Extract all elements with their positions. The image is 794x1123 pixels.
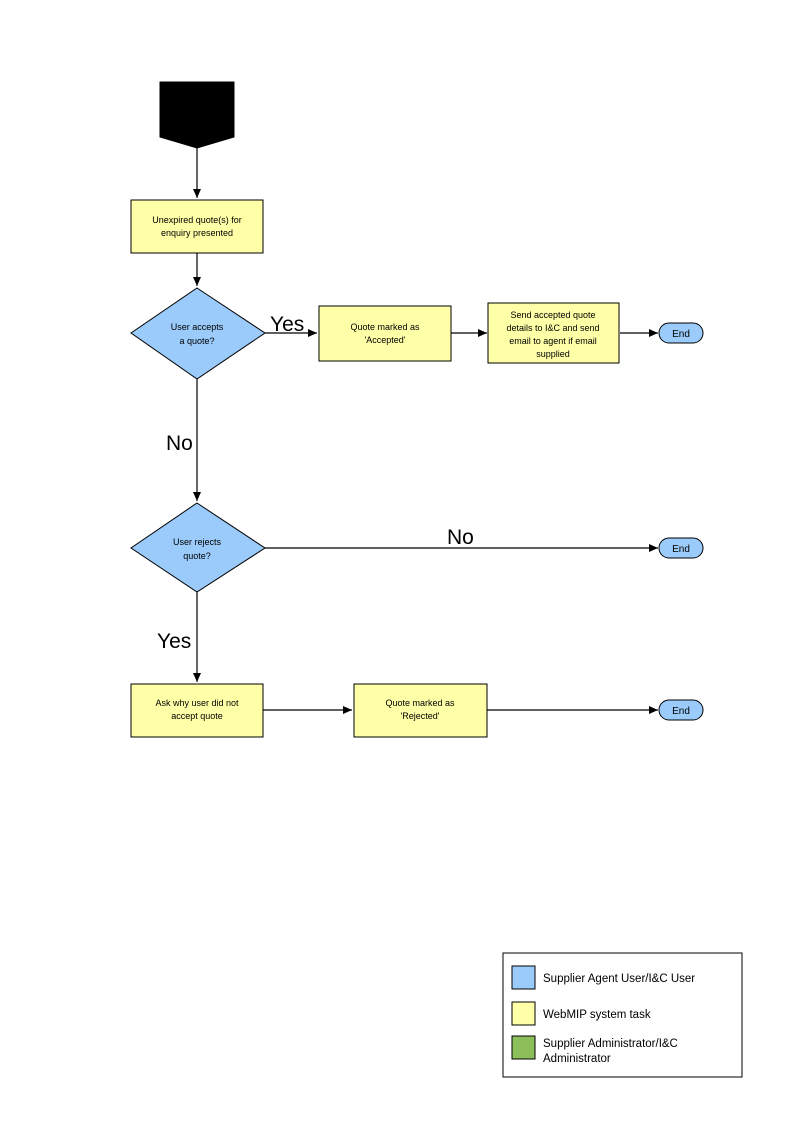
edge-label-accepts-yes: Yes [270,313,304,336]
process-box-shape [353,683,488,738]
process-box-shape [130,683,264,738]
legend-label-supplier-administrator-line-2: Administrator [543,1053,611,1065]
node-send-details-line-4: supplied [536,349,570,359]
legend-label-supplier-agent-user: Supplier Agent User/I&C User [543,973,695,985]
node-quote-marked-accepted[interactable]: Quote marked as 'Accepted' [318,305,452,362]
node-unexpired-line-1: Unexpired quote(s) for [152,215,242,225]
terminator-shape [658,537,704,559]
node-end-no-reject-label: End [672,544,690,555]
node-unexpired-quotes[interactable]: Unexpired quote(s) for enquiry presented [130,199,264,254]
node-end-reject-label: End [672,706,690,717]
decision-diamond-shape [130,502,266,593]
node-send-details-line-2: details to I&C and send [506,323,599,333]
process-box-shape [487,302,620,364]
node-quote-marked-rejected[interactable]: Quote marked as 'Rejected' [353,683,488,738]
edge-label-rejects-no: No [447,526,474,549]
edge-label-rejects-yes: Yes [157,630,191,653]
legend-swatch-green [511,1035,536,1060]
legend-item-supplier-administrator: Supplier Administrator/I&C Administrator [511,1035,678,1065]
node-marked-accepted-line-1: Quote marked as [350,322,420,332]
node-end-accept-label: End [672,329,690,340]
node-end-reject-path[interactable]: End [658,699,704,721]
process-box-shape [130,199,264,254]
node-send-details-line-3: email to agent if email [509,336,597,346]
node-end-accept-path[interactable]: End [658,322,704,344]
node-end-no-reject-path[interactable]: End [658,537,704,559]
node-marked-rejected-line-2: 'Rejected' [401,711,440,721]
node-marked-rejected-line-1: Quote marked as [385,698,455,708]
node-start-viewquotes[interactable]: Viewquotes [159,81,235,149]
legend-item-webmip-system-task: WebMIP system task [511,1001,651,1026]
node-unexpired-line-2: enquiry presented [161,228,233,238]
node-send-details-line-1: Send accepted quote [510,310,595,320]
terminator-shape [658,699,704,721]
node-decision-user-accepts[interactable]: User accepts a quote? [130,287,266,380]
node-ask-why-line-1: Ask why user did not [155,698,239,708]
decision-diamond-shape [130,287,266,380]
legend-frame [502,952,743,1078]
edge-label-accepts-no: No [166,432,193,455]
connectors [193,148,658,714]
node-rejects-line-1: User rejects [173,537,222,547]
node-marked-accepted-line-2: 'Accepted' [365,335,406,345]
legend-label-supplier-administrator-line-1: Supplier Administrator/I&C [543,1038,678,1050]
node-start-label: Viewquotes [173,106,222,117]
process-box-shape [318,305,452,362]
node-ask-why-line-2: accept quote [171,711,223,721]
legend-swatch-yellow [511,1001,536,1026]
legend-item-supplier-agent-user: Supplier Agent User/I&C User [511,965,695,990]
node-send-accepted-details[interactable]: Send accepted quote details to I&C and s… [487,302,620,364]
node-rejects-line-2: quote? [183,551,211,561]
terminator-shape [658,322,704,344]
node-accepts-line-1: User accepts [171,322,224,332]
legend-swatch-blue [511,965,536,990]
legend-label-webmip-system-task: WebMIP system task [543,1009,651,1021]
node-decision-user-rejects[interactable]: User rejects quote? [130,502,266,593]
node-accepts-line-2: a quote? [179,336,214,346]
node-ask-why-not-accepted[interactable]: Ask why user did not accept quote [130,683,264,738]
pentagon-down-shape [159,81,235,149]
legend: Supplier Agent User/I&C User WebMIP syst… [502,952,743,1078]
